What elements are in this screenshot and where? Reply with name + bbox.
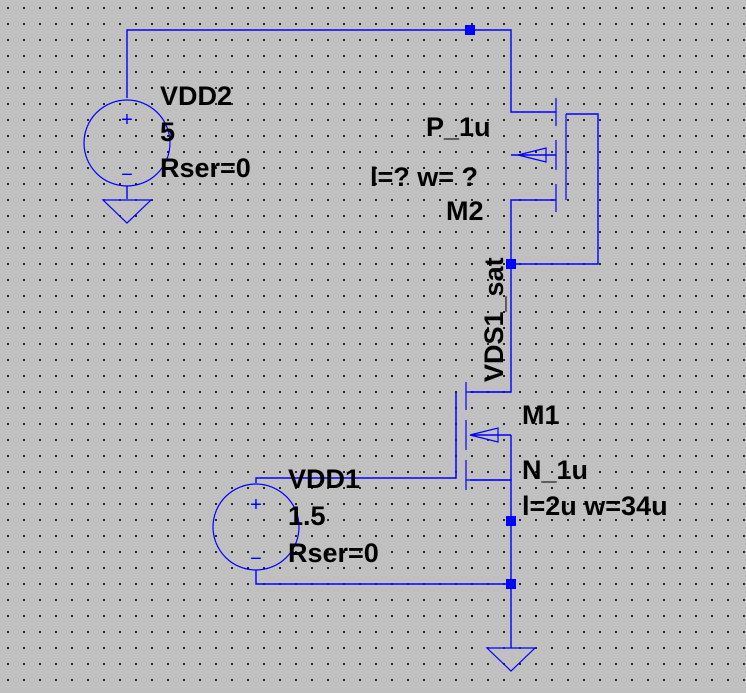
junction-m1-source[interactable]	[506, 516, 516, 526]
vdd2-plus-symbol: +	[121, 109, 133, 131]
wire-m1-source[interactable]	[470, 479, 512, 584]
m1-nmos-transistor[interactable]	[455, 382, 511, 490]
ground-icon-vdd2	[101, 199, 153, 224]
wire-vdd2-top[interactable]	[126, 29, 470, 98]
junction-drain-node[interactable]	[506, 259, 516, 269]
vdd2-source[interactable]: + −	[83, 99, 171, 224]
m2-pmos-transistor[interactable]	[517, 98, 567, 212]
vdd1-name-label[interactable]: VDD1	[288, 464, 360, 494]
junction-ground-node[interactable]	[506, 579, 516, 589]
vdd1-source[interactable]: + −	[212, 483, 300, 571]
wire-top-to-m2-source[interactable]	[470, 29, 556, 113]
junction-top[interactable]	[465, 25, 475, 35]
vdd1-minus-symbol: −	[250, 548, 262, 570]
vdd1-circle	[212, 483, 300, 571]
wire-m2-drain[interactable]	[510, 199, 556, 264]
vdd2-minus-symbol: −	[121, 164, 133, 186]
wire-vdd1-bottom[interactable]	[255, 570, 511, 585]
vdd1-rser-label[interactable]: Rser=0	[288, 538, 379, 568]
m2-name-label[interactable]: M2	[446, 196, 484, 226]
ground-icon-main[interactable]	[485, 647, 537, 672]
net-label-vds1-sat[interactable]: VDS1_sat	[479, 257, 509, 382]
m1-name-label[interactable]: M1	[522, 400, 560, 430]
vdd2-value-label[interactable]: 5	[160, 117, 175, 147]
m1-arrow-icon	[469, 427, 499, 443]
m1-params-label[interactable]: l=2u w=34u	[522, 491, 668, 521]
m2-model-label[interactable]: P_1u	[426, 112, 491, 142]
m2-arrow-icon	[517, 147, 547, 163]
vdd1-plus-symbol: +	[250, 494, 262, 516]
vdd2-name-label[interactable]: VDD2	[160, 81, 232, 111]
vdd2-rser-label[interactable]: Rser=0	[160, 153, 251, 183]
m2-params-label[interactable]: l=? w= ?	[370, 162, 478, 192]
labels: VDD2 5 Rser=0 P_1u l=? w= ? M2 VDS1_sat …	[160, 81, 668, 568]
vdd1-value-label[interactable]: 1.5	[288, 501, 326, 531]
m1-model-label[interactable]: N_1u	[522, 455, 588, 485]
wire-m2-gate-loop[interactable]	[511, 113, 599, 265]
junctions	[465, 25, 516, 589]
